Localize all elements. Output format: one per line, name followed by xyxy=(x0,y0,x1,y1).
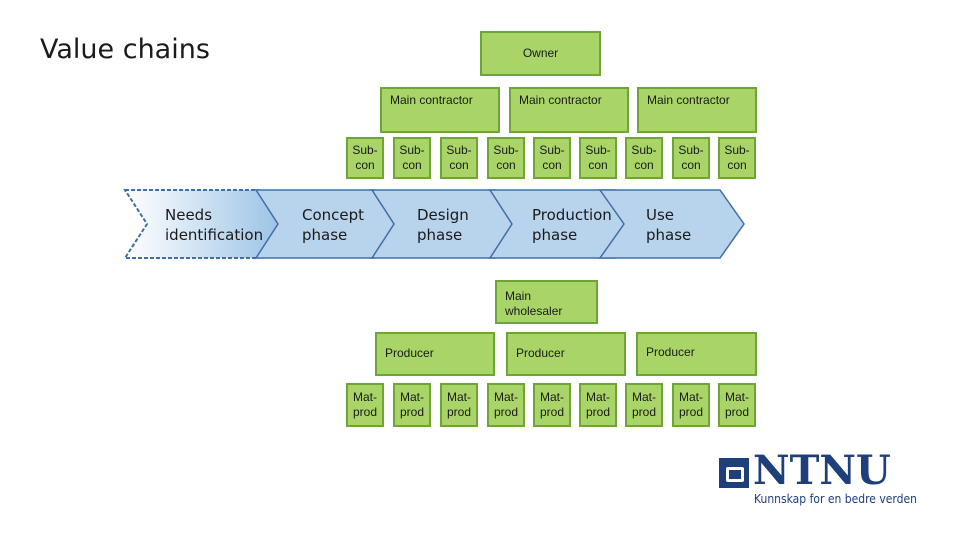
subcon-box: Sub- con xyxy=(346,137,384,179)
producer-box: Producer xyxy=(375,332,495,376)
subcon-box: Sub- con xyxy=(718,137,756,179)
subcon-box: Sub- con xyxy=(625,137,663,179)
subcon-box: Sub- con xyxy=(393,137,431,179)
matprod-box: Mat- prod xyxy=(440,383,478,427)
slide-title: Value chains xyxy=(40,34,210,65)
phase-use-label: Use phase xyxy=(646,206,692,245)
matprod-box: Mat- prod xyxy=(672,383,710,427)
phase-needs-label: Needs identification xyxy=(165,206,264,245)
main-contractor-box: Main contractor xyxy=(380,87,500,133)
matprod-box: Mat- prod xyxy=(393,383,431,427)
matprod-box: Mat- prod xyxy=(487,383,525,427)
subcon-box: Sub- con xyxy=(672,137,710,179)
matprod-box: Mat- prod xyxy=(579,383,617,427)
phase-design-label: Design phase xyxy=(417,206,469,245)
matprod-box: Mat- prod xyxy=(718,383,756,427)
subcon-box: Sub- con xyxy=(487,137,525,179)
ntnu-logo-text: NTNU xyxy=(753,447,891,494)
main-contractor-box: Main contractor xyxy=(637,87,757,133)
phase-concept-label: Concept phase xyxy=(302,206,365,245)
matprod-box: Mat- prod xyxy=(625,383,663,427)
subcon-box: Sub- con xyxy=(533,137,571,179)
producer-box: Producer xyxy=(506,332,626,376)
ntnu-logo-tagline: Kunnskap for en bedre verden xyxy=(754,492,917,506)
producer-box: Producer xyxy=(636,332,757,376)
matprod-box: Mat- prod xyxy=(533,383,571,427)
phase-production-label: Production phase xyxy=(532,206,612,245)
main-contractor-box: Main contractor xyxy=(509,87,629,133)
phase-arrow-use xyxy=(598,189,745,259)
subcon-box: Sub- con xyxy=(579,137,617,179)
ntnu-logo-icon xyxy=(719,458,749,488)
matprod-box: Mat- prod xyxy=(346,383,384,427)
owner-box: Owner xyxy=(480,31,601,76)
subcon-box: Sub- con xyxy=(440,137,478,179)
wholesaler-box: Main wholesaler xyxy=(495,280,598,324)
